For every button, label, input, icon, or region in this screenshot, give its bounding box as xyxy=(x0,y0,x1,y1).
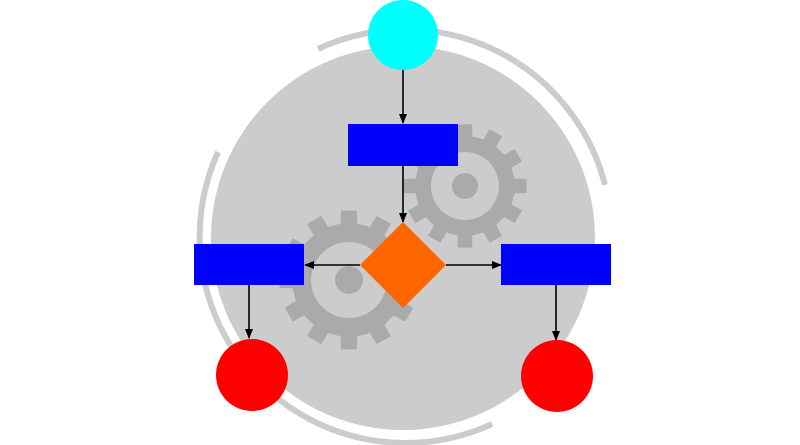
process-right-node[interactable] xyxy=(501,244,611,285)
decision-node[interactable] xyxy=(360,222,446,308)
connectors xyxy=(245,70,560,341)
ring-arc-top-right xyxy=(316,26,608,186)
process-top-node[interactable] xyxy=(348,124,458,166)
process-left-node[interactable] xyxy=(194,244,304,285)
gear-hub xyxy=(452,173,478,199)
end-right-node[interactable] xyxy=(521,340,593,412)
gear-hub xyxy=(335,266,363,294)
end-left-node[interactable] xyxy=(216,339,288,411)
start-node[interactable] xyxy=(368,0,438,70)
